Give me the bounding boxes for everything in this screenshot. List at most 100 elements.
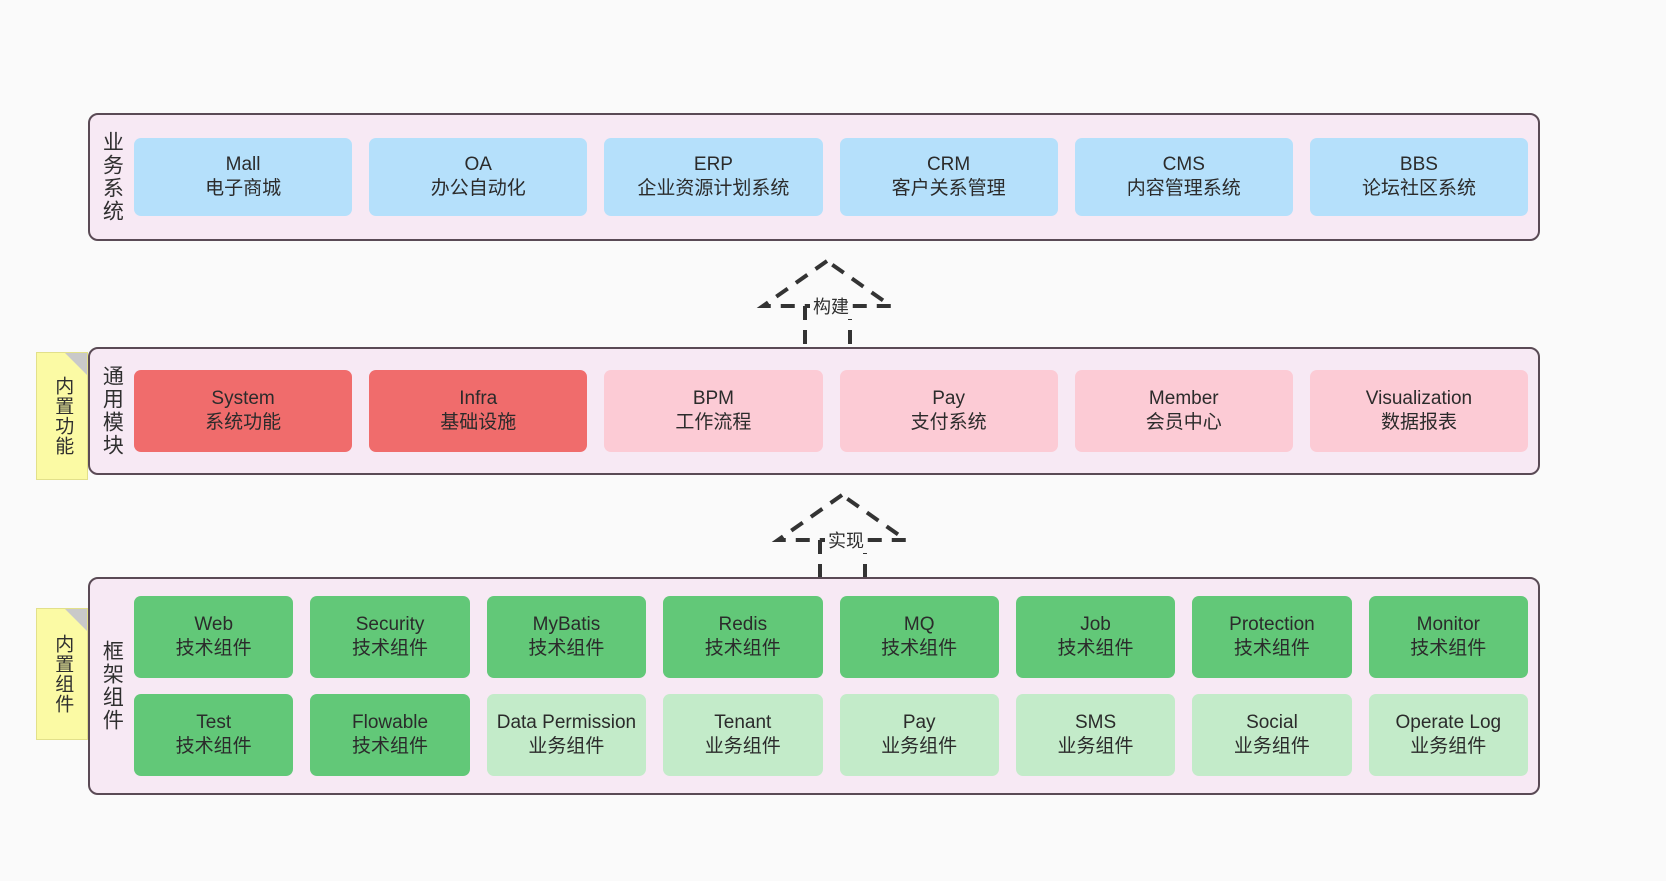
node-mybatis[interactable]: MyBatis 技术组件 <box>486 596 647 678</box>
note-fold-corner <box>65 609 87 631</box>
node-oa[interactable]: OA 办公自动化 <box>369 138 588 216</box>
node-subtitle: 业务组件 <box>1410 736 1487 757</box>
note-builtin-function-text: 内置功能 <box>52 376 74 456</box>
node-title: Flowable <box>352 711 429 733</box>
realization-triangle-head <box>756 258 898 308</box>
node-security[interactable]: Security 技术组件 <box>310 596 470 678</box>
node-sms[interactable]: SMS 业务组件 <box>1015 694 1176 776</box>
node-subtitle: 技术组件 <box>1410 638 1487 659</box>
note-builtin-component-text: 内置组件 <box>52 634 74 714</box>
layer-business-system-label: 业务系统 <box>100 131 124 223</box>
node-mall[interactable]: Mall 电子商城 <box>134 138 353 216</box>
layer-common-module: 通用模块 System 系统功能 Infra 基础设施 BPM 工作流程 Pay… <box>88 347 1540 475</box>
connector-build-label: 构建 <box>810 293 852 319</box>
node-title: MyBatis <box>532 613 601 635</box>
node-system[interactable]: System 系统功能 <box>134 370 353 452</box>
node-subtitle: 数据报表 <box>1380 412 1457 433</box>
node-subtitle: 技术组件 <box>352 638 429 659</box>
node-subtitle: 基础设施 <box>440 412 517 433</box>
node-title: Tenant <box>714 711 772 733</box>
node-title: Operate Log <box>1395 711 1502 733</box>
node-cms[interactable]: CMS 内容管理系统 <box>1074 138 1293 216</box>
node-row: Test 技术组件 Flowable 技术组件 Data Permission … <box>134 694 1528 776</box>
layer-business-system: 业务系统 Mall 电子商城 OA 办公自动化 ERP 企业资源计划系统 CRM… <box>88 113 1540 241</box>
node-subtitle: 办公自动化 <box>430 178 526 199</box>
node-job[interactable]: Job 技术组件 <box>1015 596 1176 678</box>
node-title: BBS <box>1399 153 1438 175</box>
node-title: BPM <box>692 387 735 409</box>
node-subtitle: 技术组件 <box>175 736 252 757</box>
node-title: Security <box>355 613 425 635</box>
node-title: Pay <box>932 387 965 409</box>
node-protection[interactable]: Protection 技术组件 <box>1192 596 1352 678</box>
note-builtin-function: 内置功能 <box>36 352 88 480</box>
node-title: Member <box>1148 387 1219 409</box>
node-subtitle: 系统功能 <box>205 412 282 433</box>
node-visualization[interactable]: Visualization 数据报表 <box>1309 370 1529 452</box>
node-title: Infra <box>459 387 498 409</box>
node-crm[interactable]: CRM 客户关系管理 <box>839 138 1058 216</box>
node-title: Job <box>1080 613 1111 635</box>
node-title: Protection <box>1229 613 1315 635</box>
node-subtitle: 企业资源计划系统 <box>637 178 790 199</box>
node-monitor[interactable]: Monitor 技术组件 <box>1368 596 1528 678</box>
node-subtitle: 技术组件 <box>352 736 429 757</box>
node-subtitle: 业务组件 <box>1057 736 1134 757</box>
node-bbs[interactable]: BBS 论坛社区系统 <box>1309 138 1529 216</box>
layer-common-module-label: 通用模块 <box>100 365 124 457</box>
node-subtitle: 技术组件 <box>1233 638 1310 659</box>
node-web[interactable]: Web 技术组件 <box>134 596 294 678</box>
node-subtitle: 业务组件 <box>704 736 781 757</box>
node-title: Test <box>196 711 232 733</box>
node-data-permission[interactable]: Data Permission 业务组件 <box>486 694 647 776</box>
layer-framework-component-body: Web 技术组件 Security 技术组件 MyBatis 技术组件 Redi… <box>132 579 1538 793</box>
node-title: Mall <box>225 153 261 175</box>
node-subtitle: 会员中心 <box>1145 412 1222 433</box>
node-subtitle: 技术组件 <box>528 638 605 659</box>
node-pay-business[interactable]: Pay 业务组件 <box>839 694 999 776</box>
node-subtitle: 电子商城 <box>205 178 282 199</box>
node-subtitle: 技术组件 <box>175 638 252 659</box>
node-title: SMS <box>1074 711 1117 733</box>
layer-business-system-body: Mall 电子商城 OA 办公自动化 ERP 企业资源计划系统 CRM 客户关系… <box>132 115 1538 239</box>
layer-framework-component: 框架组件 Web 技术组件 Security 技术组件 MyBatis 技术组件… <box>88 577 1540 795</box>
node-row: Web 技术组件 Security 技术组件 MyBatis 技术组件 Redi… <box>134 596 1528 678</box>
note-fold-corner <box>65 353 87 375</box>
connector-build: 构建 <box>755 258 905 350</box>
layer-framework-component-label: 框架组件 <box>100 640 124 732</box>
node-erp[interactable]: ERP 企业资源计划系统 <box>604 138 823 216</box>
node-title: CRM <box>926 153 971 175</box>
node-row: Mall 电子商城 OA 办公自动化 ERP 企业资源计划系统 CRM 客户关系… <box>134 138 1529 216</box>
node-title: Web <box>194 613 234 635</box>
node-subtitle: 技术组件 <box>704 638 781 659</box>
node-title: ERP <box>693 153 733 175</box>
node-title: Visualization <box>1365 387 1473 409</box>
node-bpm[interactable]: BPM 工作流程 <box>604 370 823 452</box>
node-flowable[interactable]: Flowable 技术组件 <box>310 694 470 776</box>
node-subtitle: 论坛社区系统 <box>1361 178 1476 199</box>
node-row: System 系统功能 Infra 基础设施 BPM 工作流程 Pay 支付系统… <box>134 370 1529 452</box>
node-title: CMS <box>1162 153 1205 175</box>
node-subtitle: 内容管理系统 <box>1126 178 1241 199</box>
node-social[interactable]: Social 业务组件 <box>1192 694 1352 776</box>
node-subtitle: 客户关系管理 <box>891 178 1006 199</box>
node-mq[interactable]: MQ 技术组件 <box>839 596 999 678</box>
node-title: System <box>211 387 275 409</box>
node-subtitle: 技术组件 <box>881 638 958 659</box>
connector-implement: 实现 <box>770 492 920 584</box>
node-tenant[interactable]: Tenant 业务组件 <box>663 694 823 776</box>
node-pay[interactable]: Pay 支付系统 <box>839 370 1058 452</box>
node-subtitle: 支付系统 <box>910 412 987 433</box>
node-test[interactable]: Test 技术组件 <box>134 694 294 776</box>
note-builtin-component: 内置组件 <box>36 608 88 740</box>
node-subtitle: 业务组件 <box>881 736 958 757</box>
node-redis[interactable]: Redis 技术组件 <box>663 596 823 678</box>
node-title: Data Permission <box>496 711 637 733</box>
node-title: Redis <box>718 613 768 635</box>
node-operate-log[interactable]: Operate Log 业务组件 <box>1368 694 1528 776</box>
layer-common-module-body: System 系统功能 Infra 基础设施 BPM 工作流程 Pay 支付系统… <box>132 349 1538 473</box>
node-member[interactable]: Member 会员中心 <box>1074 370 1293 452</box>
realization-triangle-head <box>771 492 913 542</box>
node-infra[interactable]: Infra 基础设施 <box>369 370 588 452</box>
